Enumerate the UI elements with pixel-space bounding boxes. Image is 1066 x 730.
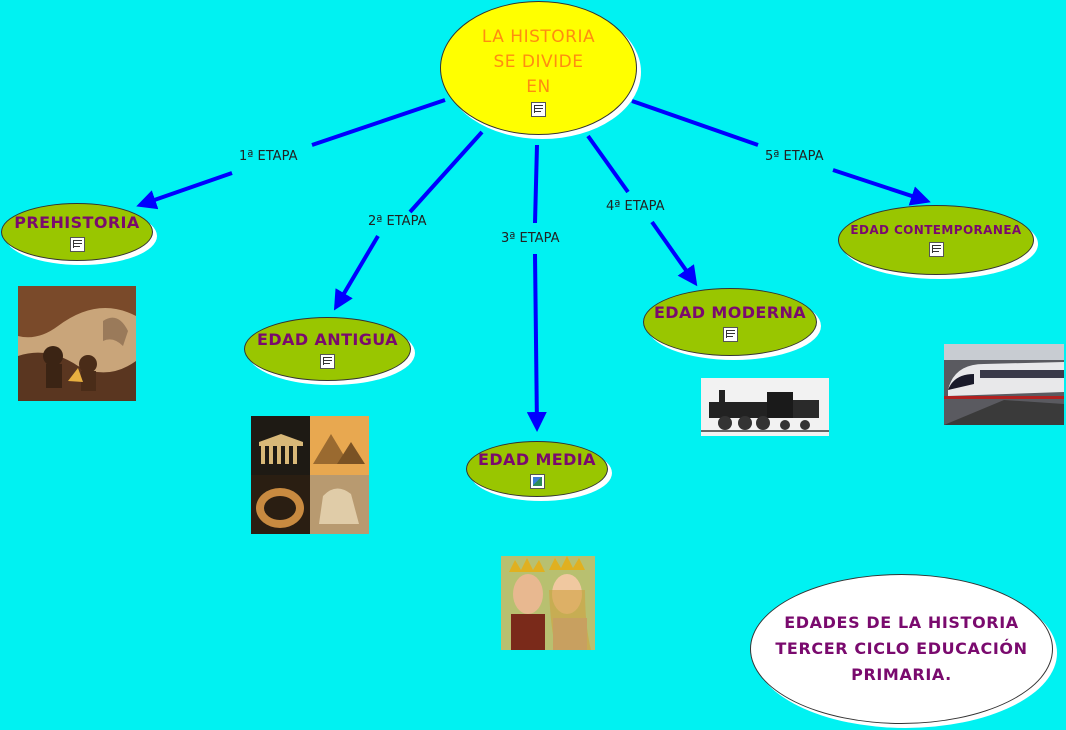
edge-arrow-3 (526, 253, 547, 432)
steam-locomotive-image (701, 378, 829, 436)
edge-arrow-1 (136, 171, 233, 210)
note-line-2: TERCER CICLO EDUCACIÓN (775, 639, 1028, 658)
edge-line-3-upper (533, 144, 539, 224)
document-icon[interactable] (928, 242, 944, 257)
edge-arrow-5 (832, 168, 931, 206)
document-icon[interactable] (320, 353, 335, 369)
image-icon[interactable] (529, 473, 545, 489)
era-label: EDAD MODERNA (653, 302, 807, 322)
document-icon[interactable] (722, 326, 738, 342)
era-label: EDAD CONTEMPORANEA (850, 223, 1022, 237)
title-note: EDADES DE LA HISTORIA TERCER CICLO EDUCA… (750, 574, 1053, 724)
document-icon[interactable] (531, 102, 546, 117)
era-node-moderna[interactable]: EDAD MODERNA (643, 288, 817, 356)
root-line-3: EN (526, 77, 551, 97)
note-line-1: EDADES DE LA HISTORIA (784, 613, 1019, 632)
edge-label-3: 3ª ETAPA (498, 231, 563, 246)
edge-label-4: 4ª ETAPA (603, 199, 668, 214)
edge-label-1: 1ª ETAPA (236, 149, 301, 164)
edge-line-4-upper (586, 134, 630, 194)
high-speed-train-image (944, 344, 1064, 425)
cave-painting-image (18, 286, 136, 401)
era-label: EDAD MEDIA (478, 449, 596, 469)
edge-line-5-upper (631, 99, 759, 147)
ancient-monuments-image (251, 416, 369, 534)
edge-label-2: 2ª ETAPA (365, 214, 430, 229)
edge-arrow-2 (333, 234, 380, 311)
era-label: EDAD ANTIGUA (257, 329, 398, 349)
edge-line-2-upper (408, 130, 484, 214)
era-label: PREHISTORIA (14, 212, 140, 232)
era-node-prehistoria[interactable]: PREHISTORIA (1, 203, 153, 261)
document-icon[interactable] (69, 236, 85, 252)
catholic-monarchs-image (501, 556, 595, 650)
note-line-3: PRIMARIA. (851, 665, 952, 684)
root-line-2: SE DIVIDE (493, 52, 584, 72)
era-node-antigua[interactable]: EDAD ANTIGUA (244, 317, 411, 381)
root-line-1: LA HISTORIA (481, 27, 596, 47)
edge-line-1-upper (311, 98, 446, 147)
edge-arrow-4 (650, 220, 698, 287)
era-node-media[interactable]: EDAD MEDIA (466, 441, 608, 497)
era-node-contemporanea[interactable]: EDAD CONTEMPORANEA (838, 205, 1034, 275)
root-node[interactable]: LA HISTORIA SE DIVIDE EN (440, 1, 637, 135)
edge-label-5: 5ª ETAPA (762, 149, 827, 164)
